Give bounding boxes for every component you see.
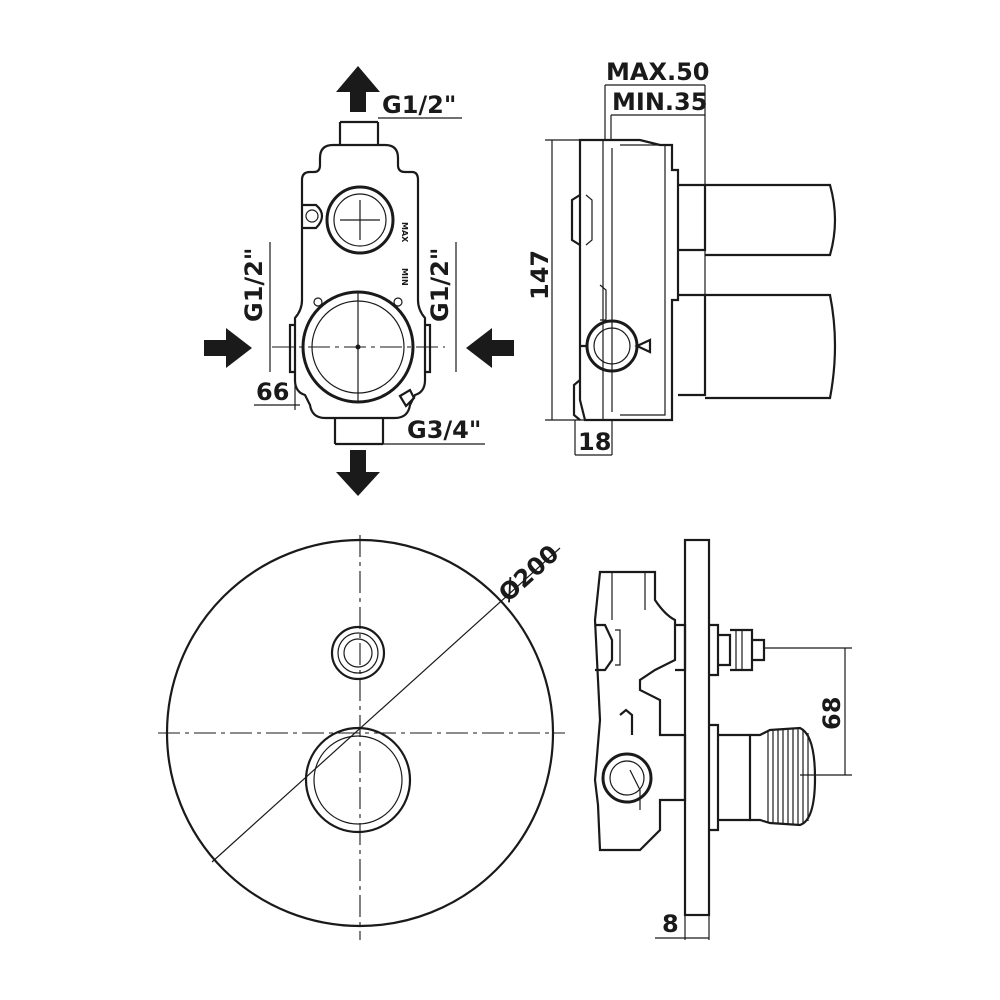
plate-8-label: 8 — [662, 910, 679, 938]
min-depth-label: MIN.35 — [612, 88, 707, 116]
bottom-outlet-label: G3/4" — [407, 416, 481, 444]
top-outlet-label: G1/2" — [382, 91, 456, 119]
spacing-68-label: 68 — [818, 697, 846, 730]
body-side-view: MAX.50 MIN.35 147 18 — [526, 58, 837, 456]
arrow-left-icon — [466, 328, 514, 368]
body-front-view: MAX MIN G1/2" G1/2" G1/2" 66 G3/4" — [204, 66, 514, 496]
body-min-text: MIN — [400, 268, 409, 286]
depth-18-label: 18 — [578, 428, 611, 456]
assembled-side-view: 68 8 — [593, 538, 852, 940]
diameter-label: Ø200 — [493, 539, 564, 607]
height-147-label: 147 — [526, 250, 554, 300]
handle-knurling — [767, 729, 809, 825]
left-inlet-label: G1/2" — [240, 248, 268, 322]
body-max-text: MAX — [400, 222, 409, 243]
arrow-up-icon — [336, 66, 380, 112]
max-depth-label: MAX.50 — [606, 58, 709, 86]
right-inlet-label: G1/2" — [426, 248, 454, 322]
arrow-down-icon — [336, 450, 380, 496]
cover-plate-front-view: Ø200 — [158, 535, 565, 940]
width-66-label: 66 — [256, 378, 289, 406]
arrow-right-icon — [204, 328, 252, 368]
